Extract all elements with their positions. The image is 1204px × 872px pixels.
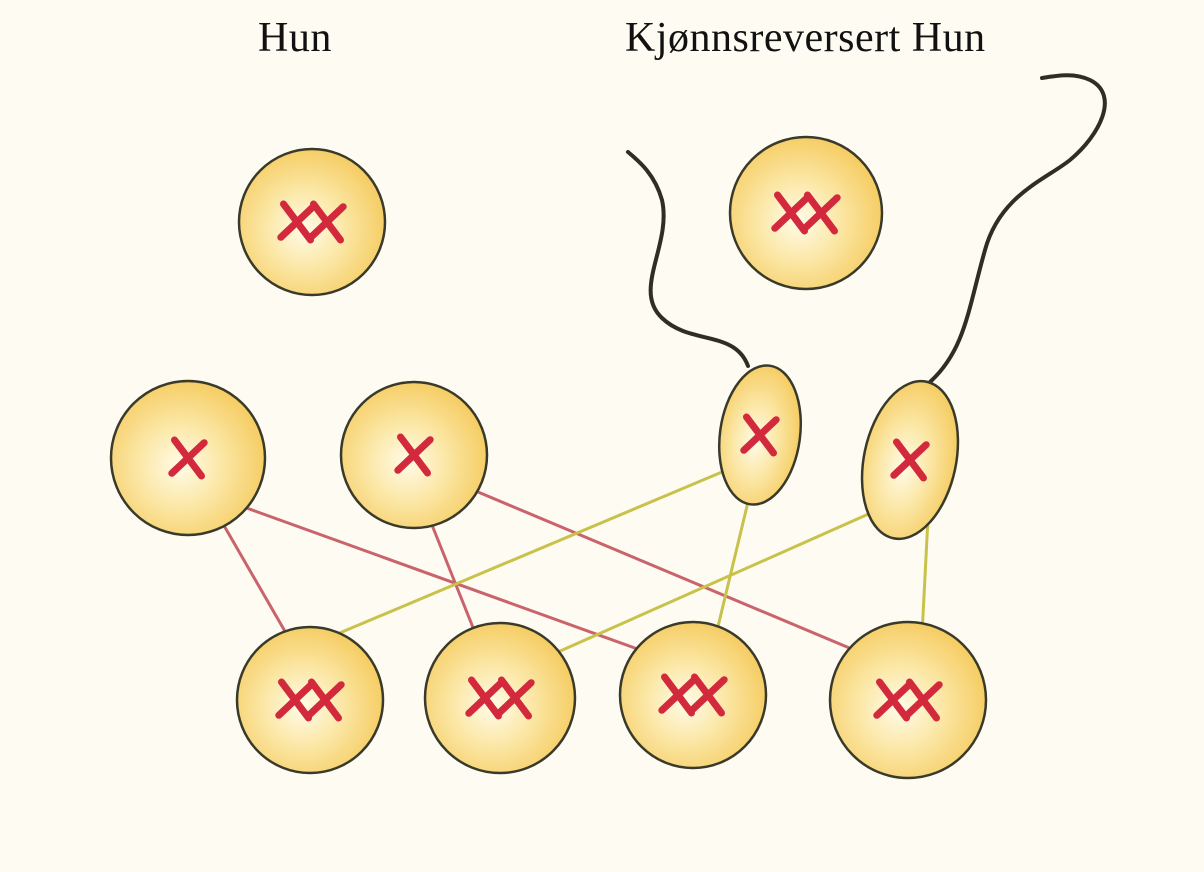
cross-line-sperm-2-to-offspring-2 (538, 498, 902, 662)
offspring-3-cell (618, 620, 768, 770)
sperm-1-cell (717, 364, 803, 506)
egg-2-cell (339, 380, 489, 530)
parent-sex-reversed-female-chromosome-1 (771, 191, 811, 235)
heading-female: Hun (258, 15, 332, 61)
egg-2-chromosome-1 (394, 433, 434, 477)
sperm-1-chromosome-1 (740, 413, 780, 457)
cross-line-sperm-2-to-offspring-4 (920, 516, 930, 637)
offspring-1-membrane (235, 625, 385, 775)
parent-female-membrane (237, 147, 387, 297)
cells (109, 135, 988, 780)
parent-sex-reversed-female-cell (728, 135, 884, 291)
offspring-3-chromosome-1 (658, 673, 698, 717)
parent-sex-reversed-female-chromosome-2 (801, 191, 841, 235)
sperm-2-chromosome-1 (890, 438, 930, 482)
sperm-1-flagellum (626, 150, 750, 368)
egg-1-chromosome-1 (168, 436, 208, 480)
cross-line-egg-1-to-offspring-3 (228, 500, 670, 662)
offspring-2-chromosome-1 (465, 676, 505, 720)
parent-female-chromosome-1 (277, 200, 317, 244)
parent-sex-reversed-female-membrane (728, 135, 884, 291)
flagella (626, 73, 1107, 384)
offspring-1-chromosome-2 (305, 678, 345, 722)
offspring-3-membrane (618, 620, 768, 770)
offspring-1-cell (235, 625, 385, 775)
sperm-2-cell (860, 379, 960, 541)
parent-female-chromosome-2 (307, 200, 347, 244)
cross-lines (213, 470, 930, 670)
offspring-2-cell (423, 621, 577, 775)
cross-line-sperm-1-to-offspring-1 (321, 470, 724, 642)
cross-line-egg-2-to-offspring-2 (426, 513, 480, 642)
offspring-2-membrane (423, 621, 577, 775)
parent-female-cell (237, 147, 387, 297)
sperm-2-flagellum (928, 73, 1107, 384)
heading-sex-reversed-female: Kjønnsreversert Hun (625, 15, 986, 61)
offspring-1-chromosome-1 (275, 678, 315, 722)
cross-line-egg-1-to-offspring-1 (213, 508, 292, 642)
offspring-4-cell (828, 620, 988, 780)
offspring-4-chromosome-2 (903, 678, 943, 722)
offspring-2-chromosome-2 (495, 676, 535, 720)
offspring-3-chromosome-2 (688, 673, 728, 717)
offspring-4-membrane (828, 620, 988, 780)
offspring-4-chromosome-1 (873, 678, 913, 722)
cross-line-egg-2-to-offspring-4 (476, 490, 880, 662)
egg-1-cell (109, 379, 267, 537)
